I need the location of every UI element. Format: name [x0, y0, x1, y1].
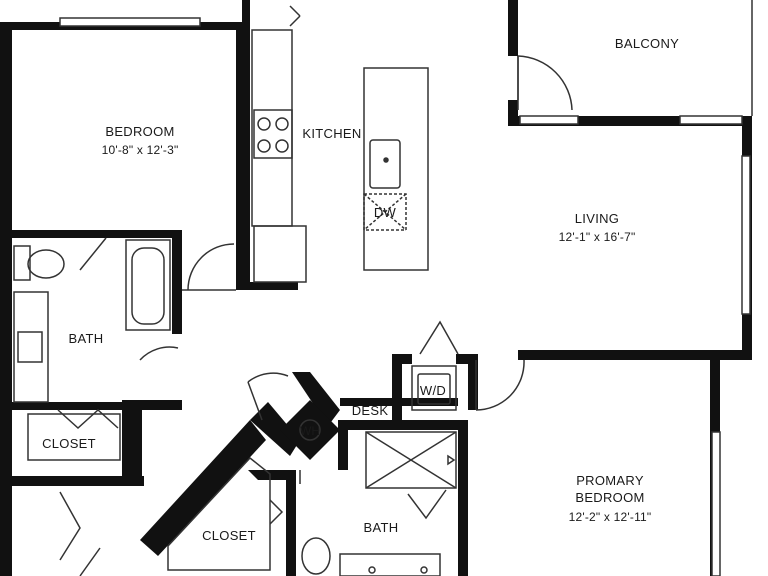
- closet-label-1: CLOSET: [42, 436, 96, 451]
- bath-label-2: BATH: [363, 520, 399, 535]
- kitchen-label: KITCHEN: [302, 126, 362, 141]
- bedroom-dims: 10'-8" x 12'-3": [101, 143, 179, 157]
- bath-label-1: BATH: [68, 331, 104, 346]
- primary-bedroom-dims: 12'-2" x 12'-11": [568, 510, 652, 524]
- balcony-label: BALCONY: [614, 36, 680, 51]
- living-label: LIVING: [574, 211, 620, 226]
- primary-bedroom-label-line1: PROMARY: [576, 473, 644, 488]
- living-dims: 12'-1" x 16'-7": [558, 230, 636, 244]
- closet-label-2: CLOSET: [202, 528, 256, 543]
- dishwasher-label: DW: [373, 205, 397, 220]
- bedroom-label: BEDROOM: [105, 124, 175, 139]
- laundry-label: W/D: [419, 383, 447, 398]
- water-heater-label: WH: [300, 424, 320, 438]
- primary-bedroom-label-line2: BEDROOM: [575, 490, 645, 505]
- fixtures: [13, 0, 753, 576]
- desk-label: DESK: [351, 403, 389, 418]
